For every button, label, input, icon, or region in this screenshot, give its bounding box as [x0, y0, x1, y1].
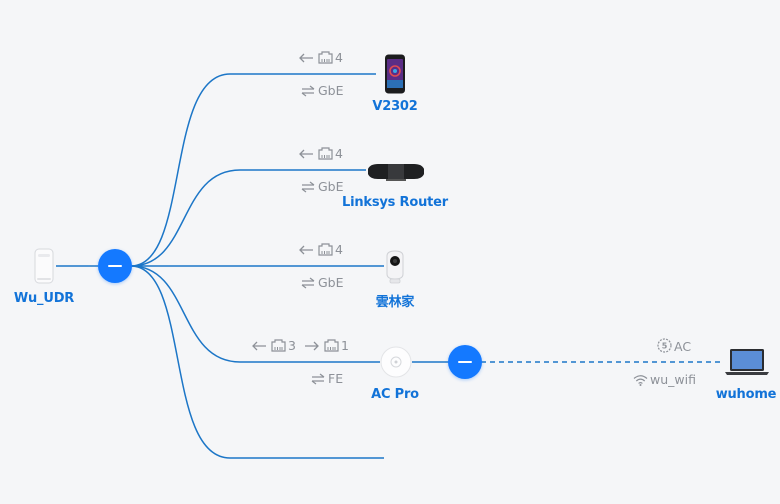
- ethernet-port-icon: [318, 243, 333, 256]
- client-name[interactable]: Linksys Router: [342, 195, 448, 210]
- svg-text:5: 5: [662, 342, 668, 351]
- ethernet-port-icon: [318, 51, 333, 64]
- laptop-icon: [725, 349, 769, 375]
- client-downlink-port: 1: [304, 338, 349, 353]
- ssid-name: wu_wifi: [650, 372, 696, 387]
- port-number: 4: [334, 50, 343, 65]
- client-name[interactable]: 雲林家: [375, 295, 415, 310]
- client-device-ac-pro[interactable]: [380, 346, 412, 378]
- ethernet-port-icon: [324, 339, 339, 352]
- port-number: 4: [334, 146, 343, 161]
- client-device-linksys-router[interactable]: [366, 160, 426, 182]
- port-number: 4: [334, 242, 343, 257]
- gateway-name[interactable]: Wu_UDR: [13, 291, 75, 306]
- arrow-left-icon: [299, 149, 313, 159]
- wifi-standard-icon: 5: [657, 338, 672, 353]
- collapse-icon: [108, 265, 122, 267]
- ethernet-port-icon: [318, 147, 333, 160]
- client-uplink-port: 4: [298, 242, 343, 257]
- access-point-icon: [380, 346, 412, 378]
- client-link-speed: GbE: [300, 275, 344, 290]
- collapse-switch-button[interactable]: [98, 249, 132, 283]
- link-to-linksys-router: [130, 169, 366, 267]
- speed-value: GbE: [318, 83, 344, 98]
- client-device-yunlin-camera[interactable]: [384, 250, 406, 284]
- client-uplink-port: 4: [298, 146, 343, 161]
- wireless-client-wuhome[interactable]: [724, 348, 770, 376]
- radio-standard: AC: [674, 339, 692, 354]
- speed-value: GbE: [318, 179, 344, 194]
- arrow-left-icon: [299, 245, 313, 255]
- arrow-left-icon: [252, 341, 266, 351]
- bidirectional-arrows-icon: [301, 85, 315, 97]
- client-link-speed: FE: [310, 371, 343, 386]
- client-name[interactable]: AC Pro: [371, 387, 419, 402]
- wifi-icon: [633, 375, 648, 386]
- link-to-c200: [130, 265, 384, 459]
- bidirectional-arrows-icon: [301, 181, 315, 193]
- arrow-left-icon: [299, 53, 313, 63]
- link-to-ac-pro: [130, 265, 380, 363]
- port-number: 1: [340, 338, 349, 353]
- router-icon: [368, 164, 424, 181]
- client-name[interactable]: V2302: [372, 99, 418, 114]
- link-to-v2302: [130, 73, 376, 267]
- arrow-right-icon: [305, 341, 319, 351]
- camera-icon: [386, 250, 404, 284]
- wireless-standard: 5 AC: [657, 338, 691, 354]
- client-link-speed: GbE: [300, 179, 344, 194]
- gateway-device[interactable]: [32, 248, 56, 284]
- wireless-client-name[interactable]: wuhome: [715, 387, 777, 402]
- client-device-v2302[interactable]: [384, 54, 406, 94]
- bidirectional-arrows-icon: [301, 277, 315, 289]
- collapse-ap-button[interactable]: [448, 345, 482, 379]
- client-uplink-port: 3: [251, 338, 296, 353]
- ethernet-port-icon: [271, 339, 286, 352]
- wireless-ssid: wu_wifi: [633, 372, 696, 387]
- phone-icon: [385, 54, 405, 94]
- client-uplink-port: 4: [298, 50, 343, 65]
- collapse-icon: [458, 361, 472, 363]
- speed-value: GbE: [318, 275, 344, 290]
- bidirectional-arrows-icon: [311, 373, 325, 385]
- speed-value: FE: [328, 371, 344, 386]
- udr-device-icon: [34, 248, 54, 284]
- client-link-speed: GbE: [300, 83, 344, 98]
- port-number: 3: [287, 338, 296, 353]
